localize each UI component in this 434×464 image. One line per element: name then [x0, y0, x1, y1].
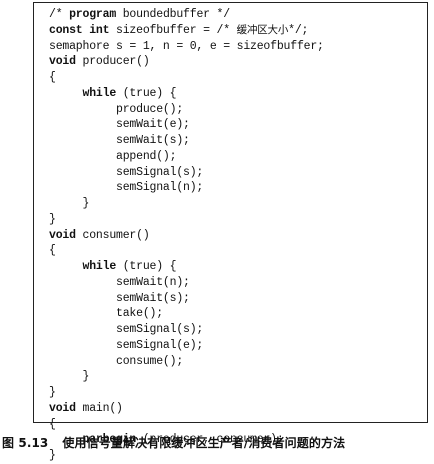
code-text: semSignal(e);	[49, 338, 204, 352]
code-text: main()	[75, 401, 123, 415]
code-keyword: parbegin	[82, 433, 137, 447]
code-text: semSignal(s);	[49, 323, 204, 336]
code-line: consume();	[49, 354, 324, 370]
code-keyword: program	[69, 8, 117, 21]
code-line: }	[49, 212, 324, 228]
code-text: consume();	[49, 354, 184, 368]
code-keyword: void	[49, 55, 76, 69]
code-text: }	[49, 212, 56, 226]
code-line: semSignal(n);	[49, 180, 324, 196]
code-text: (producer, consumer);	[136, 433, 284, 447]
code-comment-text: 缓冲区大小	[236, 23, 289, 36]
code-keyword: const int	[49, 23, 110, 37]
code-text: semSignal(s);	[49, 165, 204, 179]
code-keyword: while	[82, 86, 117, 100]
code-text: {	[49, 71, 56, 84]
code-text: consumer()	[75, 228, 150, 242]
code-text: semWait(e);	[49, 118, 190, 132]
code-line: semWait(e);	[49, 117, 324, 133]
code-line: }	[49, 385, 324, 401]
code-line: semWait(n);	[49, 275, 324, 291]
code-line: produce();	[49, 102, 324, 118]
code-line: void consumer()	[49, 228, 324, 244]
code-text: semSignal(n);	[49, 181, 204, 195]
code-line: semSignal(s);	[49, 165, 324, 181]
code-line: {	[49, 70, 324, 86]
code-line: take();	[49, 306, 324, 322]
figure-caption-text: 使用信号量解决有限缓冲区生产者/消费者问题的方法	[62, 436, 346, 450]
code-text: }	[49, 197, 90, 210]
code-text: append();	[49, 149, 177, 163]
code-text: }	[49, 449, 56, 462]
code-line: void main()	[49, 401, 324, 417]
code-line: }	[49, 196, 324, 212]
code-text: boundedbuffer */	[116, 8, 230, 21]
code-text: (true) {	[116, 86, 177, 100]
code-text: semWait(s);	[49, 291, 190, 305]
code-text	[49, 260, 83, 273]
code-line: }	[49, 369, 324, 385]
code-line: semWait(s);	[49, 291, 324, 307]
code-line: /* program boundedbuffer */	[49, 7, 324, 23]
code-text: produce();	[49, 102, 184, 116]
code-listing: /* program boundedbuffer */const int siz…	[49, 7, 324, 464]
code-keyword: void	[49, 401, 76, 415]
code-text: semWait(s);	[49, 134, 190, 147]
code-line: semaphore s = 1, n = 0, e = sizeofbuffer…	[49, 39, 324, 55]
figure-caption: 图 5.13 使用信号量解决有限缓冲区生产者/消费者问题的方法	[2, 434, 434, 451]
code-text: */;	[288, 23, 309, 37]
code-line: const int sizeofbuffer = /* 缓冲区大小*/;	[49, 23, 324, 39]
code-line: while (true) {	[49, 86, 324, 102]
code-line: append();	[49, 149, 324, 165]
code-text: semWait(n);	[49, 275, 190, 289]
figure-number: 图 5.13	[2, 436, 49, 450]
code-text: sizeofbuffer = /*	[109, 23, 237, 37]
code-text: {	[49, 417, 56, 431]
code-text: }	[49, 386, 56, 399]
code-text: (true) {	[116, 260, 177, 273]
code-text: semaphore s = 1, n = 0, e = sizeofbuffer…	[49, 39, 324, 53]
code-text: }	[49, 370, 90, 384]
code-line: semWait(s);	[49, 133, 324, 149]
code-listing-box: /* program boundedbuffer */const int siz…	[33, 2, 428, 462]
code-keyword: while	[82, 260, 117, 273]
code-line: semSignal(s);	[49, 322, 324, 338]
code-line: parbegin (producer, consumer);	[49, 432, 324, 448]
code-text: {	[49, 244, 56, 258]
code-text	[49, 87, 83, 100]
code-line: semSignal(e);	[49, 338, 324, 354]
code-line: }	[49, 448, 324, 464]
code-line: while (true) {	[49, 259, 324, 275]
code-line: {	[49, 417, 324, 433]
code-line: void producer()	[49, 54, 324, 70]
code-text: producer()	[75, 55, 150, 69]
code-text: /*	[49, 8, 70, 21]
code-line: {	[49, 243, 324, 259]
code-text: take();	[49, 307, 163, 321]
code-keyword: void	[49, 228, 76, 242]
